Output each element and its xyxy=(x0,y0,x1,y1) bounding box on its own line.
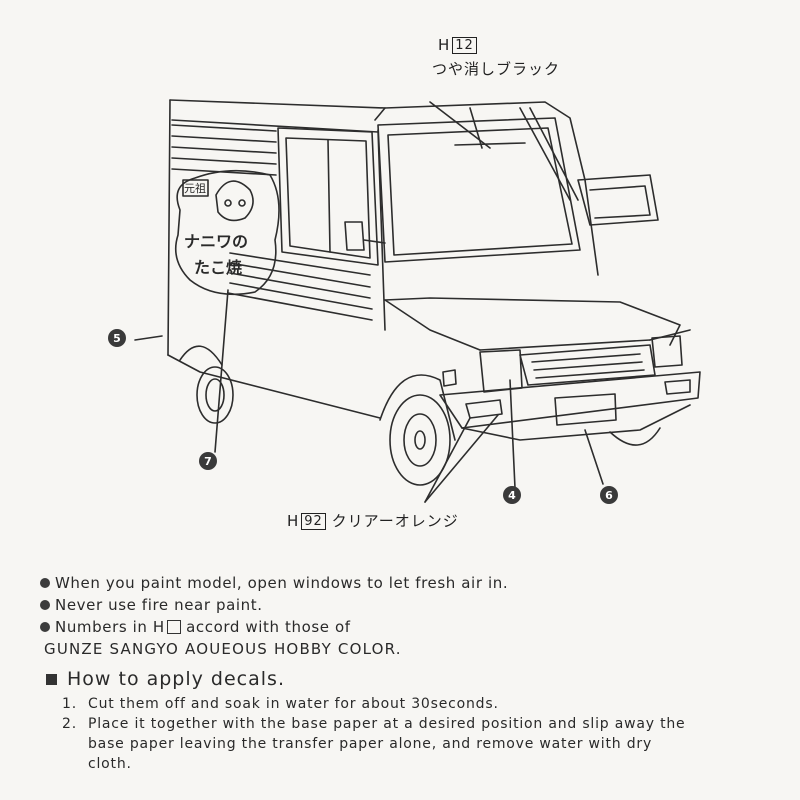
bullet-icon xyxy=(40,578,50,588)
decal-step: 2. Place it together with the base paper… xyxy=(62,716,686,772)
callout-4: 4 xyxy=(503,486,521,504)
paint-name-top: つや消しブラック xyxy=(432,60,561,78)
decal-step: 1. Cut them off and soak in water for ab… xyxy=(62,696,499,712)
square-bullet-icon xyxy=(46,673,57,685)
decals-heading: How to apply decals. xyxy=(40,668,780,690)
callout-5: 5 xyxy=(108,329,126,347)
paint-label-top: H 12 xyxy=(438,36,477,54)
decal-steps: 1. Cut them off and soak in water for ab… xyxy=(40,694,780,774)
note-ventilation: When you paint model, open windows to le… xyxy=(40,572,780,594)
bullet-icon xyxy=(40,600,50,610)
paint-code-bottom: H 92 xyxy=(287,512,326,530)
bullet-icon xyxy=(40,622,50,632)
paint-label-bottom: H 92 クリアーオレンジ xyxy=(287,510,459,531)
decal-line-1: ナニワの xyxy=(184,232,249,251)
note-numbers: Numbers in H accord with those of xyxy=(40,616,780,638)
callout-7: 7 xyxy=(199,452,217,470)
paint-name-bottom: クリアーオレンジ xyxy=(331,512,459,530)
paint-code-top: H 12 xyxy=(438,36,477,54)
note-brand: GUNZE SANGYO AOUEOUS HOBBY COLOR. xyxy=(44,640,402,658)
notes-section: When you paint model, open windows to le… xyxy=(40,572,780,774)
van-illustration xyxy=(134,99,701,503)
decal-tag-text: 元祖 xyxy=(184,182,206,195)
decal-line-2: たこ焼 xyxy=(194,258,243,277)
empty-box-icon xyxy=(166,620,181,634)
callout-6: 6 xyxy=(600,486,618,504)
note-fire: Never use fire near paint. xyxy=(40,594,780,616)
